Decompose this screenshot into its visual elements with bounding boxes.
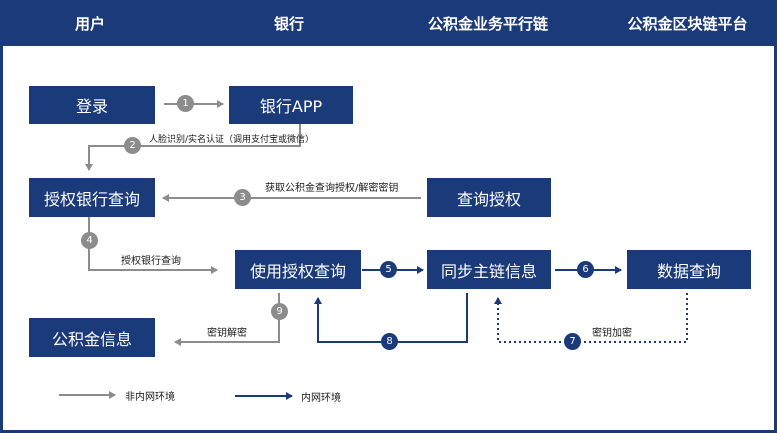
label-key-encrypt: 密钥加密: [592, 328, 632, 339]
label-get-key: 获取公积金查询授权/解密密钥: [265, 183, 399, 194]
step-badge-5: 5: [380, 261, 397, 278]
box-login: 登录: [29, 86, 155, 124]
lane-bank: 银行: [200, 0, 378, 46]
step-badge-9: 9: [271, 303, 288, 320]
box-fund-info: 公积金信息: [29, 318, 155, 357]
step-badge-6: 6: [577, 261, 594, 278]
label-auth-bank-query: 授权银行查询: [121, 256, 181, 267]
box-use-auth-query: 使用授权查询: [235, 250, 361, 289]
box-auth-bank-query: 授权银行查询: [29, 178, 155, 217]
label-face-verify: 人脸识别/实名认证（调用支付宝或微信）: [149, 135, 315, 145]
legend-internal-label: 内网环境: [301, 393, 341, 404]
legend-external-label: 非内网环境: [125, 392, 175, 403]
step-badge-1: 1: [177, 95, 194, 112]
box-query-auth: 查询授权: [427, 178, 551, 217]
lane-user: 用户: [0, 0, 180, 46]
box-sync-chain: 同步主链信息: [427, 250, 551, 289]
box-bank-app: 银行APP: [229, 86, 353, 124]
step-badge-8: 8: [381, 333, 398, 350]
box-data-query: 数据查询: [627, 250, 751, 289]
diagram-canvas: 登录 银行APP 授权银行查询 查询授权 使用授权查询 同步主链信息 数据查询 …: [3, 46, 774, 430]
label-key-decrypt: 密钥解密: [207, 328, 247, 339]
step-badge-2: 2: [124, 137, 141, 154]
step-badge-3: 3: [234, 189, 251, 206]
arrow-step-2: [85, 123, 301, 171]
lane-chain: 公积金区块链平台: [598, 0, 777, 46]
lane-platform: 公积金业务平行链: [398, 0, 578, 46]
step-badge-4: 4: [81, 232, 98, 249]
step-badge-7: 7: [564, 333, 581, 350]
arrow-step-7: [494, 293, 688, 343]
